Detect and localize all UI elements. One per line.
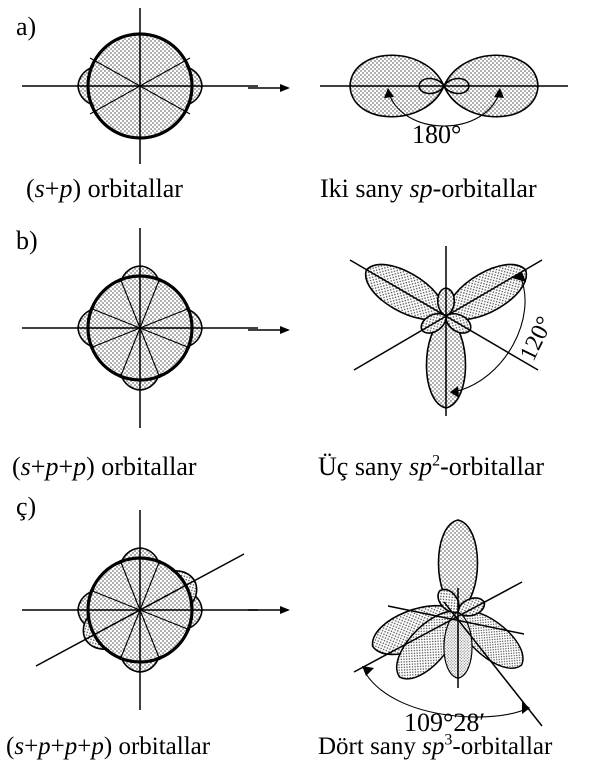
panel-tag-a: a) <box>16 14 36 40</box>
panel-a-left <box>22 8 258 164</box>
panel-b-right <box>350 246 542 416</box>
panel-a-right <box>320 55 568 126</box>
arrow-c <box>248 606 290 614</box>
panel-tag-c: ç) <box>16 494 36 520</box>
panel-c-right <box>354 520 542 726</box>
arrow-b <box>248 326 290 334</box>
arrow-a <box>248 84 290 92</box>
panel-tag-b: b) <box>16 228 38 254</box>
panel-c-left <box>22 510 258 710</box>
angle-label-180: 180° <box>412 122 461 148</box>
caption-b-left: (s+p+p) orbitallar <box>12 454 197 480</box>
caption-b-right: Üç sany sp2-orbitallar <box>318 454 544 480</box>
caption-a-right: Iki sany sp-orbitallar <box>320 176 537 202</box>
caption-a-left: (s+p) orbitallar <box>26 176 183 202</box>
caption-c-left: (s+p+p+p) orbitallar <box>6 734 210 759</box>
panel-b-left <box>22 228 258 428</box>
caption-c-right: Dört sany sp3-orbitallar <box>318 734 552 759</box>
